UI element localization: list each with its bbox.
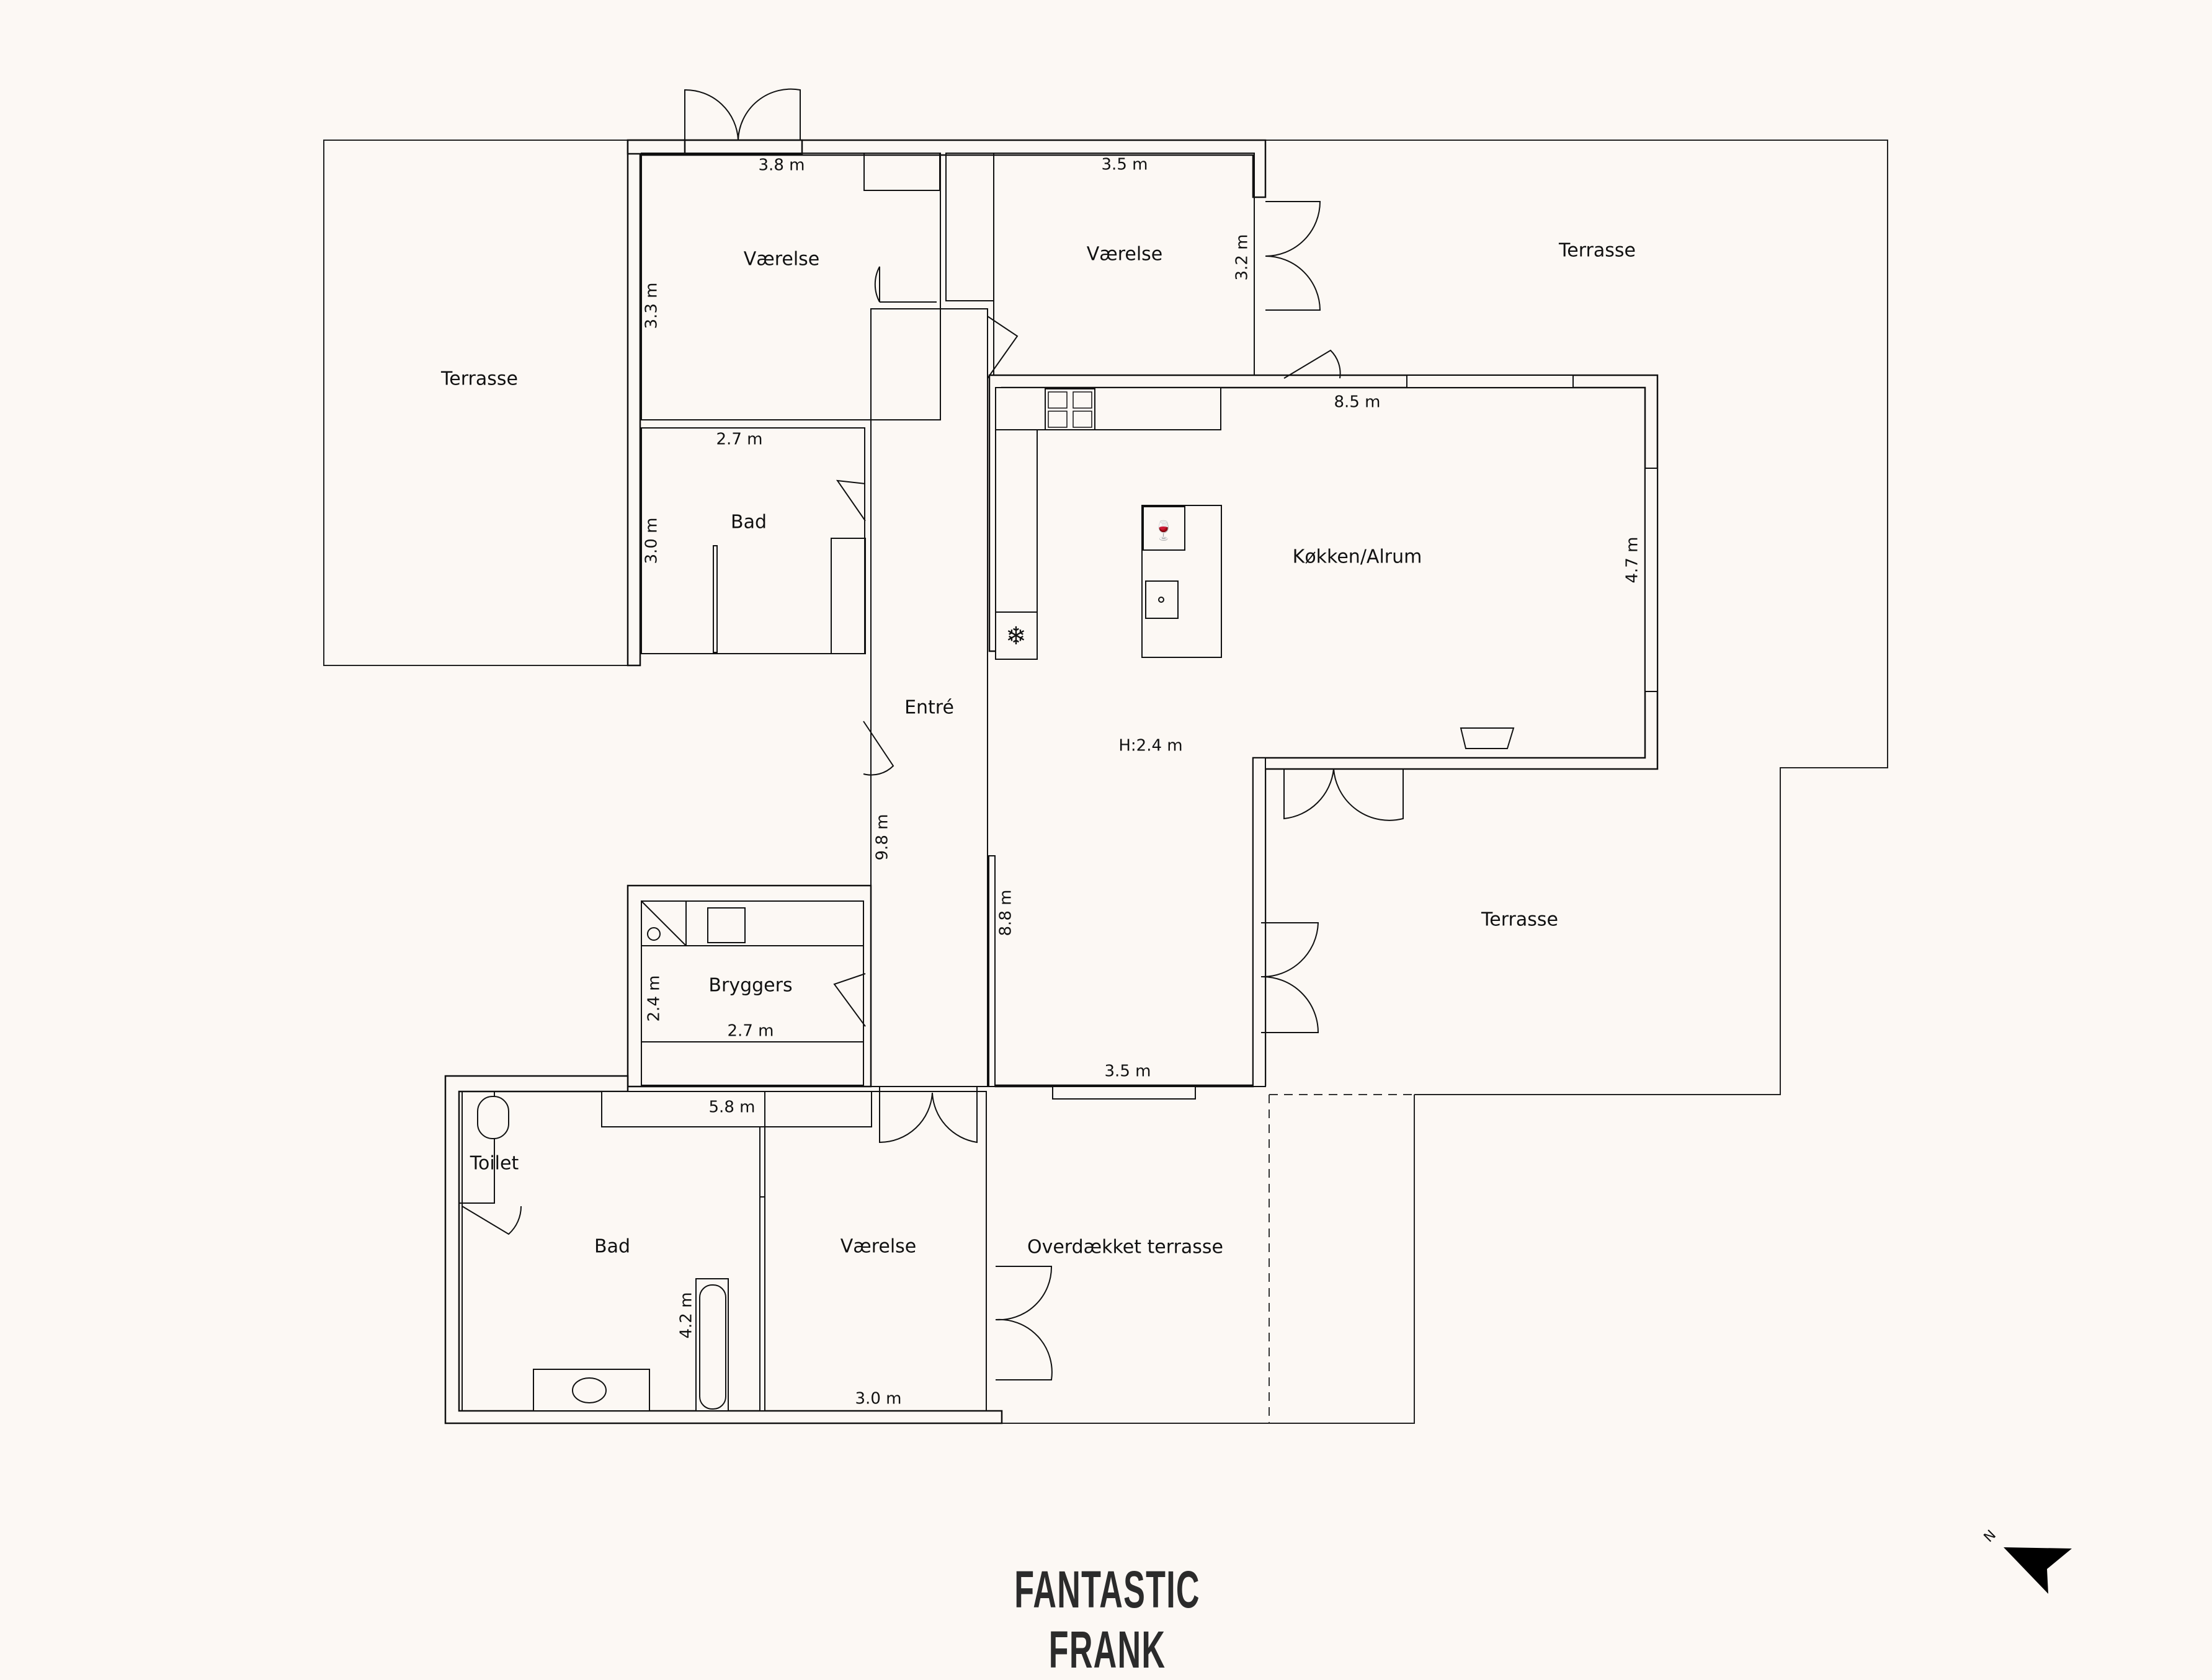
label-terrasse-ne: Terrasse xyxy=(1558,240,1636,262)
compass-arrow-icon xyxy=(2004,1547,2072,1594)
terrace-west xyxy=(323,140,628,666)
dim-vaerelse-n-h: 3.2 m xyxy=(1233,234,1252,281)
dim-bad-n-h: 3.0 m xyxy=(643,518,661,564)
bad-s-vanity-top xyxy=(601,1091,872,1127)
fridge xyxy=(995,611,1038,660)
dim-bryggers-h: 2.4 m xyxy=(645,976,664,1022)
bath-n-cabinet xyxy=(831,538,866,654)
sink-drain xyxy=(1158,597,1164,603)
dim-entre-h: 9.8 m xyxy=(873,814,892,861)
room-vaerelse-nw xyxy=(641,153,941,420)
door-bryggers xyxy=(833,973,866,1027)
label-terrasse-se: Terrasse xyxy=(1481,909,1558,931)
outer-wall-south xyxy=(444,1075,1003,1424)
wall-segment xyxy=(683,139,803,155)
label-bad-s: Bad xyxy=(594,1236,630,1258)
room-vaerelse-n xyxy=(993,153,1255,379)
dim-bad-s-h: 4.2 m xyxy=(677,1292,696,1339)
dim-bad-s-w: 5.8 m xyxy=(709,1098,756,1117)
washer-diagonal xyxy=(641,900,687,946)
dim-alrum-h: 8.8 m xyxy=(997,890,1015,936)
sink-basin xyxy=(572,1377,607,1403)
door-vaerelse-n xyxy=(987,316,1019,379)
door-overdaekket-double xyxy=(995,1266,1053,1380)
utility-sink xyxy=(707,907,746,943)
kitchen-sink xyxy=(1145,580,1179,619)
dim-bad-n-w: 2.7 m xyxy=(716,430,763,449)
door-alrum-terrace-double xyxy=(1283,768,1404,821)
label-ceiling-height: H:2.4 m xyxy=(1118,737,1182,755)
door-bad-n xyxy=(836,479,866,522)
room-vaerelse-s xyxy=(764,1091,987,1411)
label-toilet: Toilet xyxy=(470,1153,519,1175)
stove-burners-icon xyxy=(1048,391,1092,428)
dim-alrum-w: 3.5 m xyxy=(1105,1062,1151,1081)
label-vaerelse-s: Værelse xyxy=(841,1236,917,1258)
compass-n-label: N xyxy=(1981,1527,1999,1545)
label-vaerelse-n: Værelse xyxy=(1087,244,1163,265)
wall-bad-vaerelse xyxy=(759,1196,765,1411)
dishwasher xyxy=(1143,506,1185,551)
door-terrace-se-double xyxy=(1260,922,1319,1033)
closet-nw xyxy=(863,153,940,191)
bad-s-sink xyxy=(533,1369,650,1411)
bathtub-inner xyxy=(699,1284,726,1410)
entre-walls xyxy=(870,308,988,1087)
label-entre: Entré xyxy=(904,697,954,719)
bryggers-shelf xyxy=(641,1041,864,1086)
covered-terrace-outline xyxy=(1002,1095,1415,1424)
kitchen-window-east xyxy=(1644,468,1658,692)
dishwasher-icon: 🍷 xyxy=(1152,520,1175,542)
outer-wall-north xyxy=(627,139,1267,667)
kitchen-window-north xyxy=(1406,375,1574,388)
dim-vaerelse-nw-w: 3.8 m xyxy=(759,156,805,175)
window-south-living xyxy=(1052,1086,1196,1100)
kitchen-counter-top xyxy=(995,387,1221,430)
label-overdaekket: Overdækket terrasse xyxy=(1027,1237,1223,1258)
label-terrasse-west: Terrasse xyxy=(440,368,518,390)
label-bad-n: Bad xyxy=(731,512,767,533)
stove xyxy=(1045,388,1095,430)
fridge-icon: ❄ xyxy=(1006,622,1027,651)
brand-logo: FANTASTIC FRANK xyxy=(1014,1560,1200,1679)
fireplace-icon xyxy=(1460,727,1515,749)
dim-vaerelse-s-w: 3.0 m xyxy=(855,1390,902,1408)
door-nw-double xyxy=(684,88,801,141)
door-entre-main[interactable] xyxy=(863,721,894,776)
door-toilet xyxy=(462,1206,522,1235)
dim-koekken-h: 4.7 m xyxy=(1623,537,1642,584)
label-koekken: Køkken/Alrum xyxy=(1293,546,1422,568)
door-vaerelse-nw xyxy=(874,266,937,303)
doors xyxy=(462,88,1404,1380)
label-bryggers: Bryggers xyxy=(708,975,792,997)
wardrobe-n xyxy=(945,153,994,301)
door-kitchen-ne xyxy=(1283,349,1341,379)
dim-koekken-w: 8.5 m xyxy=(1334,393,1381,412)
shower-wall-n xyxy=(713,545,718,653)
label-vaerelse-nw: Værelse xyxy=(744,249,820,270)
door-terrace-n-double xyxy=(1265,201,1321,311)
dim-vaerelse-n-w: 3.5 m xyxy=(1102,156,1148,174)
wall-alrum-partition xyxy=(988,855,996,1087)
door-vaerelse-s-double xyxy=(879,1087,978,1144)
toilet-bowl xyxy=(477,1096,509,1139)
dim-bryggers-w: 2.7 m xyxy=(728,1022,774,1041)
kitchen-walls xyxy=(988,374,1659,1088)
washer-drum-icon xyxy=(647,927,661,941)
terrace-northeast-outline xyxy=(1265,140,1888,1095)
dim-vaerelse-nw-h: 3.3 m xyxy=(643,283,661,329)
wall-segment xyxy=(627,139,686,155)
